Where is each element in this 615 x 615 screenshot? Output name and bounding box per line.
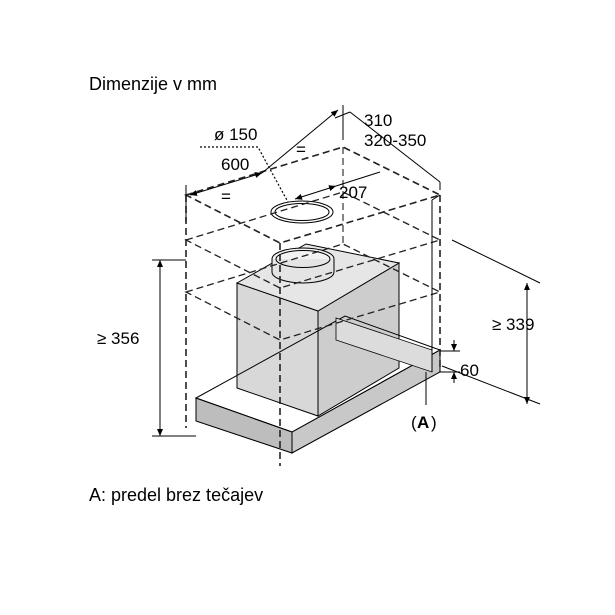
label-height-total: ≥ 356: [97, 329, 139, 348]
label-equal-left: =: [221, 187, 231, 206]
label-width: 600: [221, 155, 249, 174]
cabinet-outline: [183, 146, 443, 466]
label-bottom-strip: 60: [460, 361, 479, 380]
hinge-marker-a: ( A ): [411, 413, 437, 432]
label-depth-range: 320-350: [364, 131, 426, 150]
label-depth: 310: [364, 111, 392, 130]
label-height-hood: ≥ 339: [492, 315, 534, 334]
marker-close-paren: ): [431, 413, 437, 432]
label-duct-diameter: ø 150: [214, 125, 257, 144]
cabinet-duct-opening: [270, 200, 334, 224]
cabinet-side-wall: [431, 194, 441, 372]
label-offset: 207: [339, 183, 367, 202]
diagram-caption: A: predel brez tečajev: [89, 485, 264, 505]
label-equal-top: =: [296, 140, 306, 159]
duct-leader-line: [200, 146, 289, 203]
hood-duct-collar: [271, 247, 335, 284]
marker-letter: A: [417, 413, 429, 432]
strip-front: [195, 397, 293, 454]
marker-open-paren: (: [411, 413, 417, 432]
diagram-title: Dimenzije v mm: [89, 74, 218, 94]
dimension-lines: [152, 105, 541, 437]
